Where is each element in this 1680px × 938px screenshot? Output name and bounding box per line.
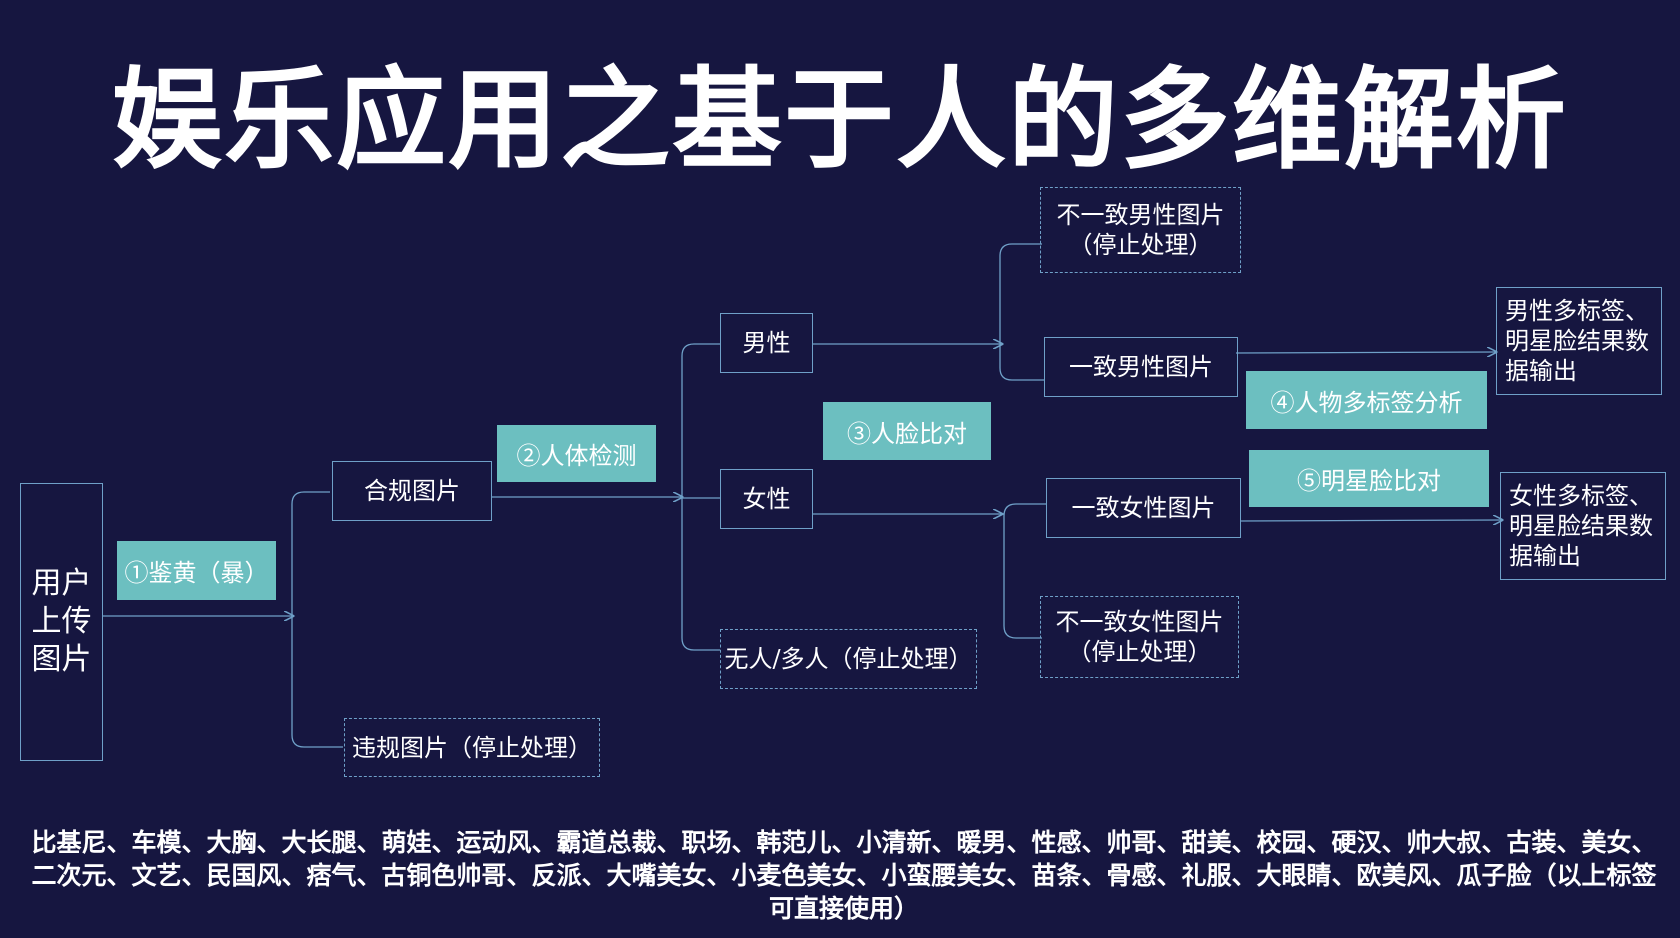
- step-multi-label-analysis-label: ④人物多标签分析: [1270, 388, 1463, 417]
- tag-list: 比基尼、车模、大胸、大长腿、萌娃、运动风、霸道总裁、职场、韩范儿、小清新、暖男、…: [31, 828, 1657, 923]
- user-upload-label: 用户 上传 图片: [31, 566, 92, 677]
- connector-female-output: [1239, 520, 1502, 521]
- step-porn-violence-detection-label: ①鉴黄（暴）: [124, 559, 269, 587]
- consistent-female-label: 一致女性图片: [1071, 494, 1216, 522]
- inconsistent-male-label: 不一致男性图片 （停止处理）: [1056, 201, 1225, 259]
- step-celebrity-face-comparison-label: ⑤明星脸比对: [1297, 467, 1441, 495]
- female-result-output-node: 女性多标签、 明星脸结果数 据输出: [1500, 472, 1666, 580]
- inconsistent-male-node: 不一致男性图片 （停止处理）: [1040, 187, 1241, 273]
- connector-split-male: [999, 243, 1044, 381]
- step-face-comparison-label: ③人脸比对: [847, 419, 967, 448]
- violation-image-node: 违规图片（停止处理）: [344, 718, 600, 777]
- no-person-multi-person-label: 无人/多人（停止处理）: [724, 645, 973, 673]
- connector-split-2: [681, 343, 720, 651]
- male-label: 男性: [742, 329, 791, 357]
- violation-image-label: 违规图片（停止处理）: [352, 733, 592, 762]
- male-result-output-node: 男性多标签、 明星脸结果数 据输出: [1496, 287, 1662, 395]
- male-node: 男性: [720, 313, 813, 373]
- step-celebrity-face-comparison: ⑤明星脸比对: [1249, 450, 1489, 507]
- consistent-male-node: 一致男性图片: [1044, 337, 1238, 397]
- step-porn-violence-detection: ①鉴黄（暴）: [117, 541, 276, 600]
- step-face-comparison: ③人脸比对: [823, 402, 991, 460]
- female-node: 女性: [720, 469, 813, 529]
- no-person-multi-person-node: 无人/多人（停止处理）: [720, 629, 977, 689]
- page-title: 娱乐应用之基于人的多维解析: [112, 56, 1568, 184]
- user-upload-node: 用户 上传 图片: [20, 483, 103, 761]
- male-result-output-label: 男性多标签、 明星脸结果数 据输出: [1505, 297, 1649, 385]
- inconsistent-female-label: 不一致女性图片 （停止处理）: [1055, 608, 1224, 666]
- connector-split-female: [1003, 503, 1046, 639]
- compliant-image-label: 合规图片: [364, 477, 460, 505]
- compliant-image-node: 合规图片: [332, 461, 492, 521]
- connector-split-1: [291, 491, 343, 748]
- female-result-output-label: 女性多标签、 明星脸结果数 据输出: [1509, 482, 1653, 570]
- connector-male-output: [1235, 352, 1496, 353]
- step-body-detection-label: ②人体检测: [516, 442, 637, 470]
- step-multi-label-analysis: ④人物多标签分析: [1246, 371, 1487, 429]
- consistent-male-label: 一致男性图片: [1069, 353, 1213, 381]
- consistent-female-node: 一致女性图片: [1046, 478, 1241, 538]
- step-body-detection: ②人体检测: [497, 425, 656, 482]
- female-label: 女性: [742, 485, 791, 513]
- inconsistent-female-node: 不一致女性图片 （停止处理）: [1040, 596, 1239, 678]
